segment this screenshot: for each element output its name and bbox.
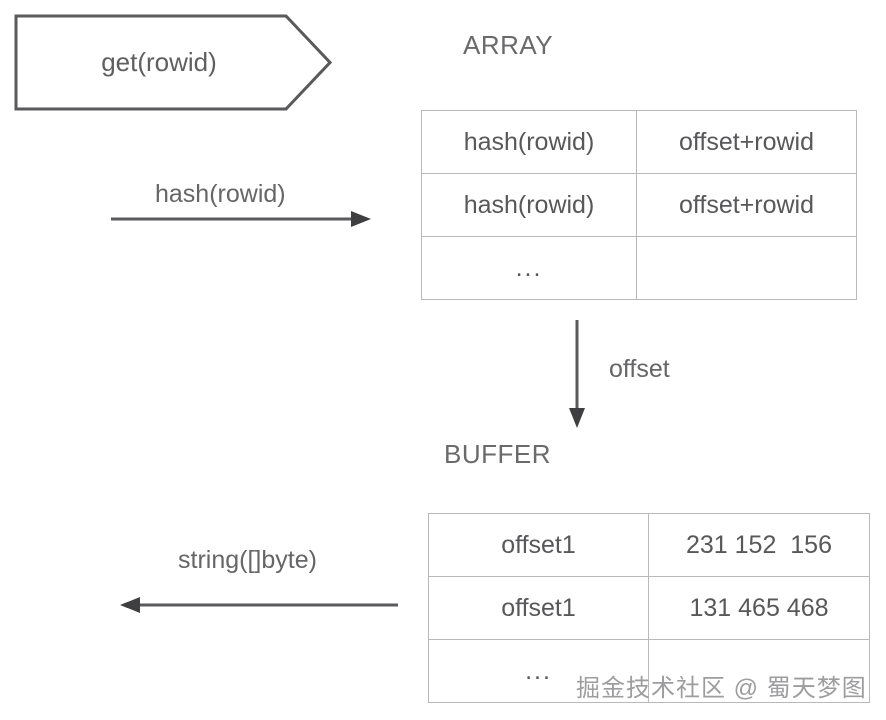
buffer-cell-value: 131 465 468: [648, 576, 870, 640]
table-row: hash(rowid) offset+rowid: [421, 173, 857, 237]
array-cell-value: offset+rowid: [636, 173, 857, 237]
buffer-cell-key: offset1: [428, 513, 649, 577]
buffer-cell-value: [648, 639, 870, 703]
table-row: offset1 131 465 468: [428, 576, 870, 640]
array-cell-value: [636, 236, 857, 300]
arrow-hash-rowid: [111, 211, 371, 227]
arrow-string-bytes: [120, 597, 398, 613]
array-section-title: ARRAY: [463, 30, 554, 60]
array-cell-value: offset+rowid: [636, 110, 857, 174]
edge-label-string-bytes: string([]byte): [178, 546, 317, 574]
edge-label-offset: offset: [609, 355, 670, 383]
buffer-cell-key: offset1: [428, 576, 649, 640]
table-row: hash(rowid) offset+rowid: [421, 110, 857, 174]
array-table: hash(rowid) offset+rowid hash(rowid) off…: [421, 110, 857, 300]
edge-label-hash-rowid: hash(rowid): [155, 180, 286, 208]
buffer-table: offset1 231 152 156 offset1 131 465 468 …: [428, 513, 870, 703]
buffer-cell-value: 231 152 156: [648, 513, 870, 577]
get-rowid-pentagon-shape: [14, 14, 332, 111]
table-row: ...: [428, 639, 870, 703]
table-row: offset1 231 152 156: [428, 513, 870, 577]
array-cell-key: hash(rowid): [421, 173, 637, 237]
arrow-offset: [569, 320, 585, 428]
array-cell-key: hash(rowid): [421, 110, 637, 174]
get-rowid-label: get(rowid): [101, 47, 217, 77]
buffer-cell-key: ...: [428, 639, 649, 703]
buffer-section-title: BUFFER: [444, 439, 551, 469]
array-cell-key: ...: [421, 236, 637, 300]
table-row: ...: [421, 236, 857, 300]
